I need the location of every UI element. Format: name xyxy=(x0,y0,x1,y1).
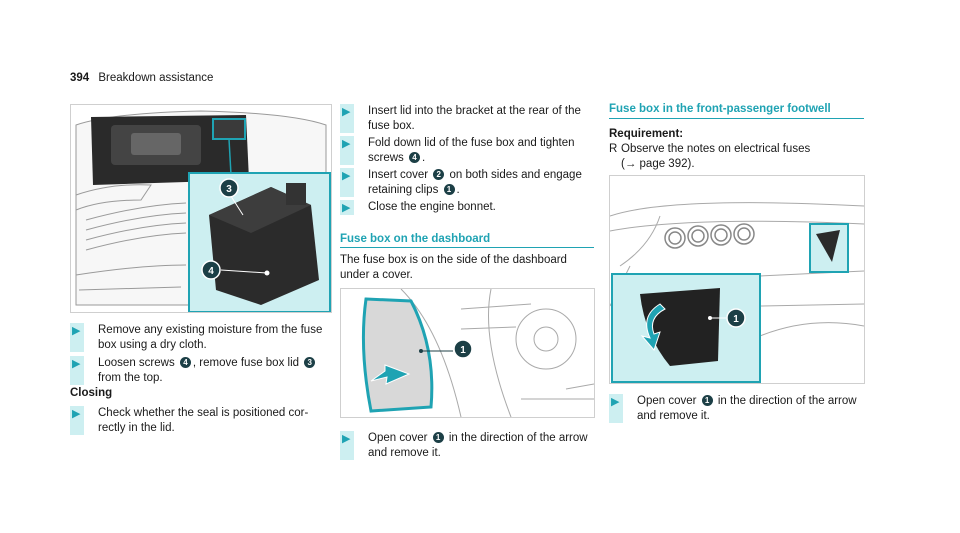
step-text: Open cover 1 in the direction of the arr… xyxy=(637,395,857,407)
description-line: under a cover. xyxy=(340,268,413,281)
step-text: retaining clips 1. xyxy=(368,183,460,196)
callout-1: 1 xyxy=(443,184,455,196)
dashboard-figure: 1 xyxy=(340,288,595,418)
step-highlight-bar xyxy=(340,200,354,215)
play-arrow-icon: ▶ xyxy=(72,408,81,420)
svg-text:1: 1 xyxy=(733,314,739,325)
col2-step-4: ▶ Close the engine bonnet. xyxy=(340,200,600,215)
callout-2: 2 xyxy=(433,169,445,181)
section-underline xyxy=(609,118,864,119)
callout-4: 4 xyxy=(179,357,191,369)
svg-text:1: 1 xyxy=(460,345,466,356)
section-title-footwell: Fuse box in the front-passenger footwell xyxy=(609,103,831,115)
step-text: box using a dry cloth. xyxy=(98,338,207,351)
engine-compartment-figure: 3 4 xyxy=(70,104,332,313)
play-arrow-icon: ▶ xyxy=(72,325,81,337)
callout-1-marker: 1 xyxy=(726,308,746,328)
step-highlight-bar xyxy=(340,104,354,134)
play-arrow-icon: ▶ xyxy=(72,358,81,370)
svg-text:3: 3 xyxy=(226,184,232,195)
col2-step-1: ▶ Insert lid into the bracket at the rea… xyxy=(340,104,600,134)
step-highlight-bar xyxy=(609,394,623,424)
col2-step-3: ▶ Insert cover 2 on both sides and engag… xyxy=(340,168,600,198)
step-text: from the top. xyxy=(98,371,163,384)
callout-1: 1 xyxy=(432,432,444,444)
requirement-label: Requirement: xyxy=(609,128,684,140)
play-arrow-icon: ▶ xyxy=(342,202,351,214)
callout-4: 4 xyxy=(408,152,420,164)
step-text: Open cover 1 in the direction of the arr… xyxy=(368,432,588,444)
play-arrow-icon: ▶ xyxy=(342,170,351,182)
section-underline xyxy=(340,247,594,248)
callout-3: 3 xyxy=(304,357,316,369)
requirement-text: Observe the notes on electrical fuses xyxy=(621,143,811,155)
step-highlight-bar xyxy=(70,323,84,353)
page-header: 394 Breakdown assistance xyxy=(70,72,213,84)
step-text: Fold down lid of the fuse box and tighte… xyxy=(368,137,575,149)
step-text: Loosen screws 4, remove fuse box lid 3 xyxy=(98,356,335,371)
step-text: Insert lid into the bracket at the rear … xyxy=(368,105,581,117)
svg-text:4: 4 xyxy=(208,266,214,277)
col1-step-2: ▶ Loosen screws 4, remove fuse box lid 3… xyxy=(70,356,335,386)
engine-compartment-illustration: 3 4 xyxy=(75,110,331,312)
closing-label: Closing xyxy=(70,387,113,399)
requirement-link[interactable]: (→ page 392). xyxy=(621,157,695,170)
play-arrow-icon: ▶ xyxy=(342,138,351,150)
page-number: 394 xyxy=(70,72,90,84)
step-highlight-bar xyxy=(340,431,354,461)
step-text: Close the engine bonnet. xyxy=(368,201,496,213)
footwell-illustration: 1 xyxy=(610,176,864,383)
callout-3-marker: 3 xyxy=(219,178,239,198)
col2-bottom-step: ▶ Open cover 1 in the direction of the a… xyxy=(340,431,600,461)
col1-step-1: ▶ Remove any existing moisture from the … xyxy=(70,323,335,353)
step-text: Check whether the seal is positioned cor… xyxy=(98,407,309,419)
callout-1: 1 xyxy=(701,395,713,407)
step-text: Insert cover 2 on both sides and engage xyxy=(368,169,582,181)
description-line: The fuse box is on the side of the dashb… xyxy=(340,254,567,266)
step-highlight-bar xyxy=(70,406,84,436)
step-text: rectly in the lid. xyxy=(98,421,175,434)
step-highlight-bar xyxy=(340,136,354,166)
step-text: and remove it. xyxy=(637,409,710,422)
col2-step-2: ▶ Fold down lid of the fuse box and tigh… xyxy=(340,136,600,166)
callout-4-marker: 4 xyxy=(201,260,221,280)
dashboard-illustration: 1 xyxy=(341,289,594,417)
step-text: and remove it. xyxy=(368,446,441,459)
step-text: fuse box. xyxy=(368,119,415,132)
dashboard-description: The fuse box is on the side of the dashb… xyxy=(340,253,600,282)
play-arrow-icon: ▶ xyxy=(342,433,351,445)
callout-1-marker: 1 xyxy=(453,339,473,359)
footwell-figure: 1 xyxy=(609,175,865,384)
step-text: Remove any existing moisture from the fu… xyxy=(98,324,323,336)
play-arrow-icon: ▶ xyxy=(611,396,620,408)
page-title: Breakdown assistance xyxy=(98,72,214,84)
bullet-marker: R xyxy=(609,143,618,155)
step-highlight-bar xyxy=(70,356,84,386)
step-text: screws 4. xyxy=(368,151,426,164)
col1-closing-step: ▶ Check whether the seal is positioned c… xyxy=(70,406,335,436)
play-arrow-icon: ▶ xyxy=(342,106,351,118)
step-highlight-bar xyxy=(340,168,354,198)
col3-bottom-step: ▶ Open cover 1 in the direction of the a… xyxy=(609,394,869,424)
section-title-dashboard: Fuse box on the dashboard xyxy=(340,233,491,245)
